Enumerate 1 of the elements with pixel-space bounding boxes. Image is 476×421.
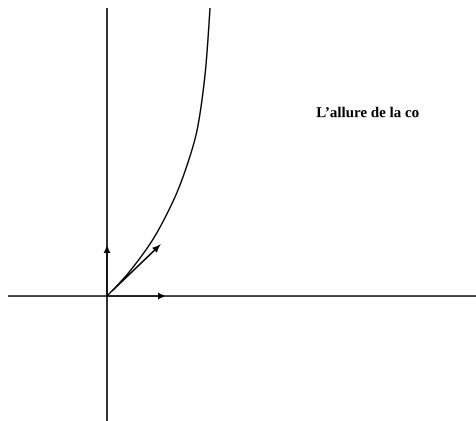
note: L’allure de la co xyxy=(316,106,419,118)
